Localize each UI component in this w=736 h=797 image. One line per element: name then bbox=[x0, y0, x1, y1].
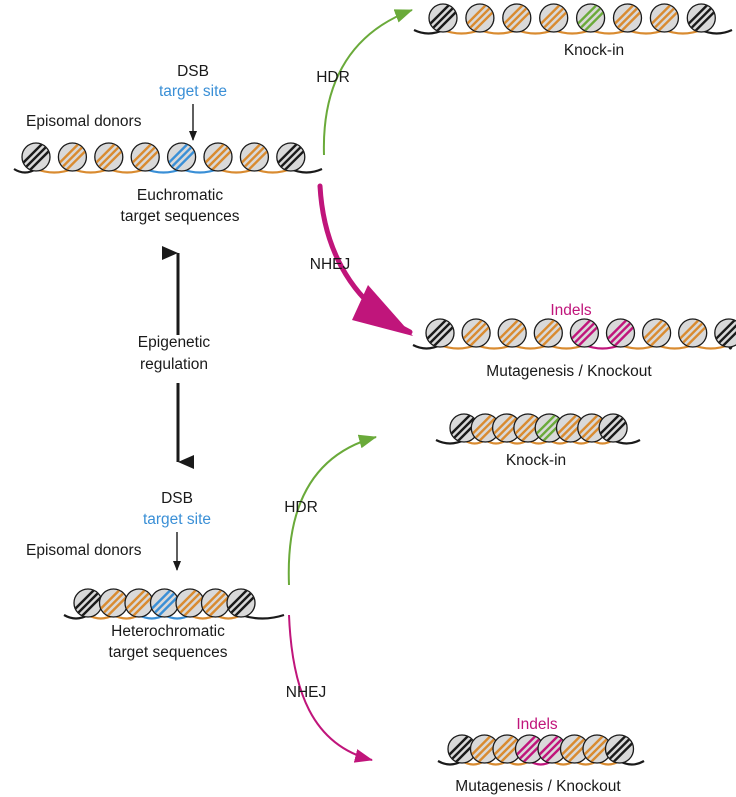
eu-indels-label: Indels bbox=[550, 302, 592, 319]
het-caption-line1: Heterochromatic bbox=[111, 623, 225, 640]
nucleosome bbox=[425, 318, 455, 348]
heterochromatic-target-fiber bbox=[63, 588, 285, 620]
nucleosome bbox=[461, 318, 491, 348]
nucleosome bbox=[226, 588, 256, 618]
nucleosome bbox=[98, 588, 129, 618]
nucleosome bbox=[513, 413, 543, 443]
nucleosome bbox=[649, 3, 680, 33]
het-nhej-arrow bbox=[288, 614, 373, 763]
nucleosome bbox=[470, 413, 500, 443]
nucleosome bbox=[678, 318, 708, 348]
regulation-line2: regulation bbox=[140, 356, 208, 373]
nucleosome bbox=[534, 413, 564, 443]
nucleosome bbox=[239, 142, 270, 172]
het-hdr-label: HDR bbox=[284, 499, 318, 516]
eu-hdr-arrow bbox=[322, 9, 413, 156]
het-target-site-label: target site bbox=[143, 511, 211, 528]
heterochromatic-indels-fiber bbox=[437, 734, 645, 766]
nucleosome bbox=[605, 318, 636, 348]
eu-caption-line1: Euchromatic bbox=[137, 187, 223, 204]
nucleosome bbox=[428, 3, 458, 33]
nucleosome bbox=[203, 142, 233, 172]
het-hdr-arrow bbox=[287, 434, 377, 586]
nucleosome bbox=[514, 734, 545, 764]
eu-episomal-donors-label: Episomal donors bbox=[26, 113, 142, 130]
nucleosome bbox=[502, 3, 532, 33]
eu-nhej-arrowhead bbox=[352, 285, 413, 336]
nucleosome bbox=[492, 734, 522, 764]
het-dsb-label: DSB bbox=[161, 490, 193, 507]
nucleosome bbox=[449, 413, 479, 443]
nucleosome bbox=[149, 588, 180, 618]
nucleosome bbox=[582, 734, 612, 764]
nucleosome bbox=[604, 734, 635, 764]
eu-dsb-label: DSB bbox=[177, 63, 209, 80]
regulation-line1: Epigenetic bbox=[138, 334, 211, 351]
eu-nhej-label: NHEJ bbox=[310, 256, 350, 273]
nucleosome bbox=[94, 142, 124, 172]
euchromatic-knockin-fiber bbox=[413, 3, 733, 35]
nucleosome bbox=[641, 318, 672, 348]
het-episomal-donors-label: Episomal donors bbox=[26, 542, 142, 559]
het-mutagenesis-label: Mutagenesis / Knockout bbox=[455, 778, 621, 795]
euchromatic-target-fiber bbox=[13, 142, 323, 174]
nucleosome bbox=[465, 3, 495, 33]
nucleosome bbox=[21, 142, 51, 172]
euchromatic-indels-fiber bbox=[412, 318, 736, 350]
nucleosome bbox=[537, 734, 567, 764]
nucleosome bbox=[612, 3, 643, 33]
nucleosome bbox=[559, 734, 590, 764]
het-nhej-label: NHEJ bbox=[286, 684, 326, 701]
nucleosome bbox=[569, 318, 600, 348]
nucleosome bbox=[447, 734, 477, 764]
nucleosome bbox=[598, 413, 628, 443]
nucleosome bbox=[533, 318, 563, 348]
het-indels-label: Indels bbox=[516, 716, 558, 733]
nucleosome bbox=[686, 3, 716, 33]
nucleosome bbox=[130, 142, 160, 172]
nucleosome bbox=[575, 3, 606, 33]
eu-target-site-label: target site bbox=[159, 83, 227, 100]
nucleosome bbox=[491, 413, 522, 443]
nucleosome bbox=[539, 3, 569, 33]
nucleosome bbox=[166, 142, 197, 172]
nucleosome bbox=[124, 588, 154, 618]
nucleosome bbox=[276, 142, 306, 172]
nucleosome bbox=[469, 734, 500, 764]
nucleosome bbox=[57, 142, 88, 172]
het-knockin-label: Knock-in bbox=[506, 452, 566, 469]
het-caption-line2: target sequences bbox=[109, 644, 228, 661]
eu-caption-line2: target sequences bbox=[121, 208, 240, 225]
eu-mutagenesis-label: Mutagenesis / Knockout bbox=[486, 363, 652, 380]
eu-knockin-label: Knock-in bbox=[564, 42, 624, 59]
nucleosome bbox=[497, 318, 527, 348]
heterochromatic-knockin-fiber bbox=[435, 413, 641, 445]
eu-hdr-label: HDR bbox=[316, 69, 350, 86]
nucleosome bbox=[714, 318, 736, 348]
